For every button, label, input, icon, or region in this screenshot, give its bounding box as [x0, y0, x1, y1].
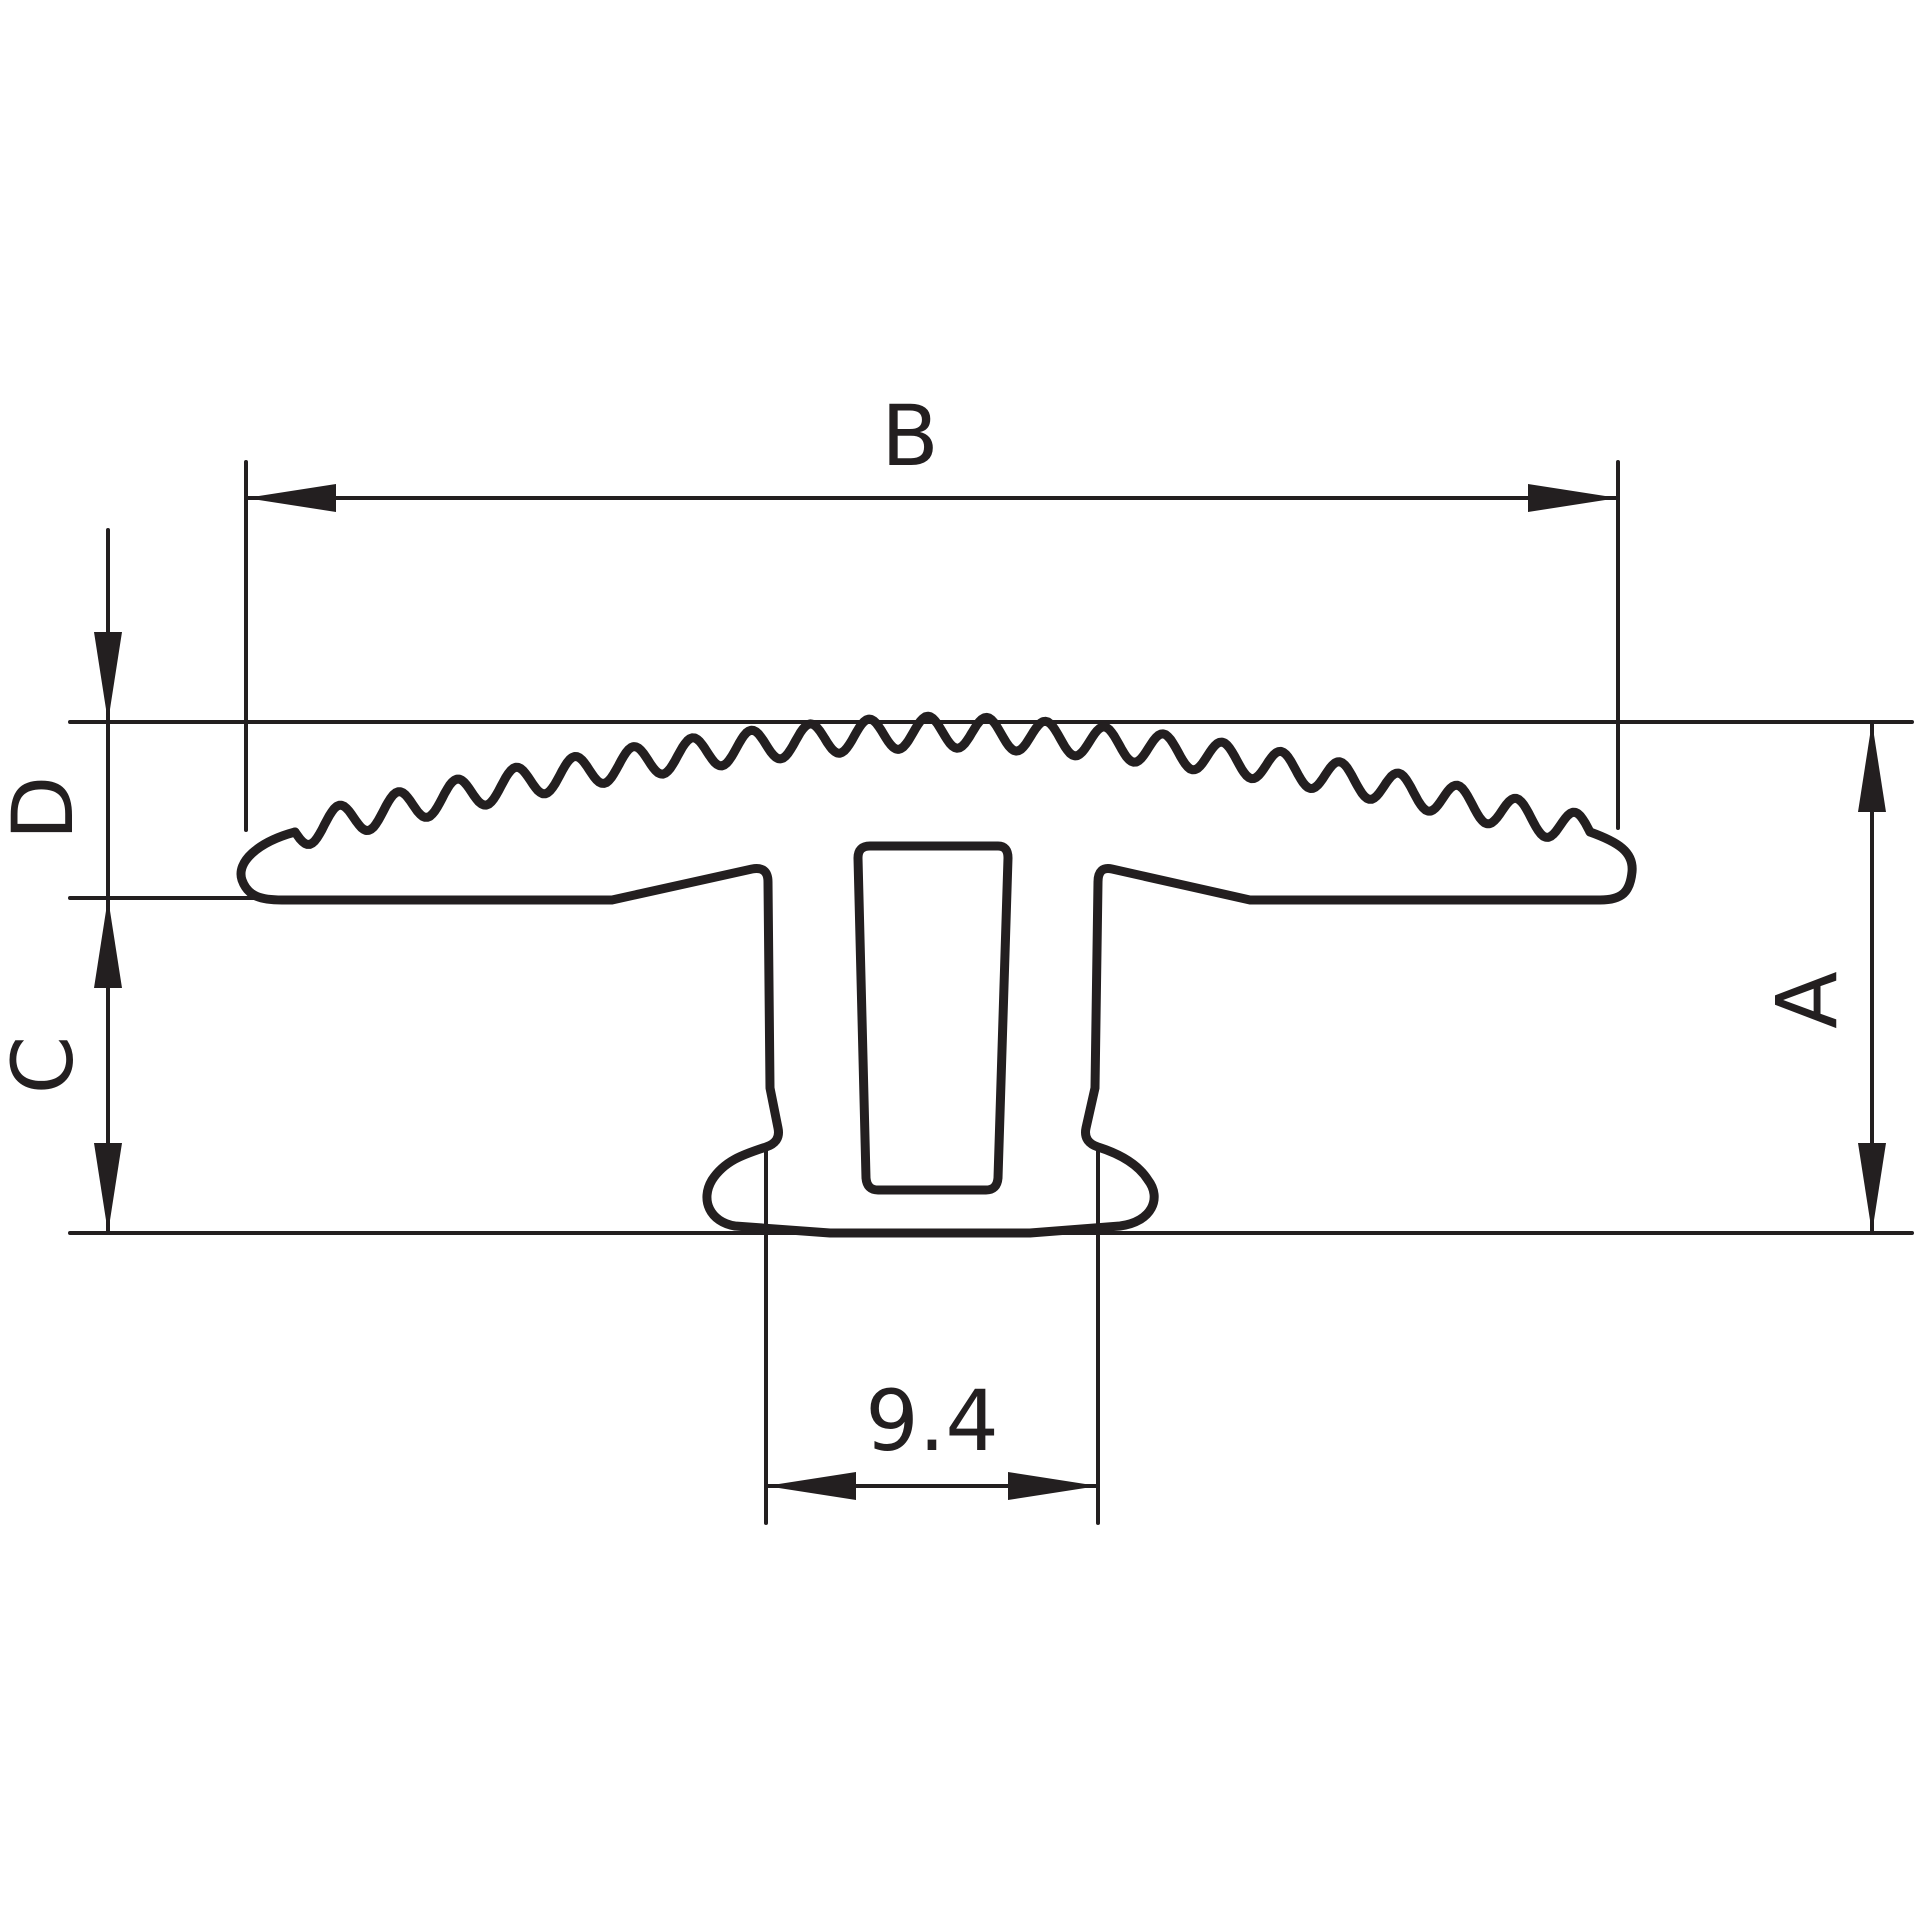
inner-slot — [853, 841, 1013, 1195]
dimension-b: B — [244, 387, 1620, 512]
dimension-d-label: D — [0, 776, 92, 841]
dimension-stem-width: 9.4 — [764, 1372, 1100, 1500]
serrated-top-surface — [290, 711, 1595, 849]
dimension-d: D — [0, 528, 122, 900]
dimension-a: A — [1758, 720, 1886, 1235]
dimension-b-label: B — [881, 387, 939, 485]
dimension-c-label: C — [0, 1036, 92, 1095]
dimension-a-label: A — [1758, 971, 1856, 1028]
dimension-c: C — [0, 896, 122, 1235]
profile-outline — [236, 827, 1637, 1238]
dimension-stem-width-label: 9.4 — [865, 1372, 999, 1470]
